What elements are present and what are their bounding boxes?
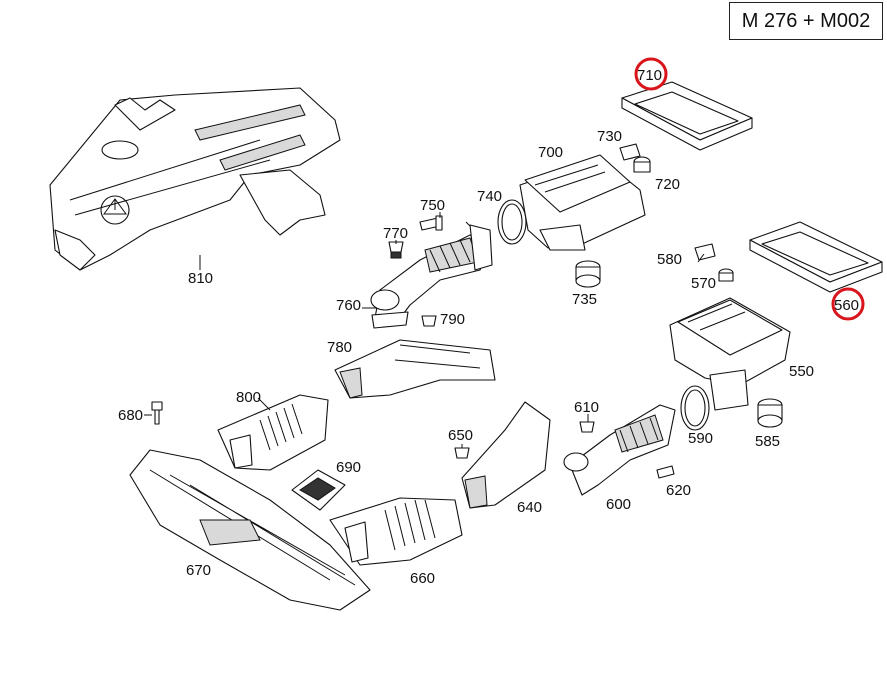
part-560-filter-element[interactable] [749,221,883,293]
part-720-grommet[interactable] [633,156,651,173]
callout-620: 620 [666,482,691,499]
part-590-seal[interactable] [680,385,710,431]
highlight-ring-710 [634,57,668,91]
part-810-engine-cover[interactable] [49,87,341,271]
callout-735: 735 [572,291,597,308]
part-660-bellows-hose[interactable] [329,497,463,566]
callout-585: 585 [755,433,780,450]
callout-590: 590 [688,430,713,447]
part-690-filter[interactable] [291,469,346,511]
callout-710: 710 [637,67,662,84]
callout-670: 670 [186,562,211,579]
callout-780: 780 [327,339,352,356]
part-735-component[interactable] [575,260,601,288]
part-770-clip[interactable] [388,241,404,259]
part-580-sensor[interactable] [694,243,716,261]
highlight-rings [634,57,865,321]
callout-650: 650 [448,427,473,444]
callout-560: 560 [834,297,859,314]
callout-760: 760 [336,297,361,314]
callout-730: 730 [597,128,622,145]
part-610-clip[interactable] [579,421,595,433]
part-790-clip[interactable] [421,315,437,327]
part-620-bolt[interactable] [656,465,675,479]
part-730-sensor[interactable] [619,143,641,161]
leader-lines [144,212,705,448]
callout-800: 800 [236,389,261,406]
part-670-support-bracket[interactable] [129,449,371,611]
callout-600: 600 [606,496,631,513]
part-550-filter-housing[interactable] [669,297,791,411]
part-780-air-duct[interactable] [334,339,496,399]
callout-570: 570 [691,275,716,292]
part-740-seal[interactable] [497,199,527,245]
part-640-duct[interactable] [461,401,551,509]
part-680-screw[interactable] [151,401,163,425]
callout-770: 770 [383,225,408,242]
part-710-filter-element[interactable] [621,81,753,151]
callout-640: 640 [517,499,542,516]
callout-790: 790 [440,311,465,328]
callout-610: 610 [574,399,599,416]
part-600-intake-duct[interactable] [563,404,676,496]
model-code-box: M 276 + M002 [729,2,883,40]
callout-720: 720 [655,176,680,193]
callout-810: 810 [188,270,213,287]
part-800-bellows-hose[interactable] [217,394,329,471]
model-code-label: M 276 + M002 [741,9,871,32]
part-570-grommet[interactable] [718,268,734,282]
callout-labels: 810 770 750 740 700 730 710 720 760 790 … [118,67,859,587]
part-750-bolt[interactable] [419,215,443,231]
callout-690: 690 [336,459,361,476]
callout-700: 700 [538,144,563,161]
callout-660: 660 [410,570,435,587]
callout-580: 580 [657,251,682,268]
callout-740: 740 [477,188,502,205]
callout-680: 680 [118,407,143,424]
callout-750: 750 [420,197,445,214]
highlight-ring-560 [831,287,865,321]
part-650-clip[interactable] [454,447,470,459]
part-760-intake-duct[interactable] [370,224,493,329]
callout-550: 550 [789,363,814,380]
part-700-filter-housing[interactable] [519,154,646,251]
part-585-component[interactable] [757,398,783,428]
